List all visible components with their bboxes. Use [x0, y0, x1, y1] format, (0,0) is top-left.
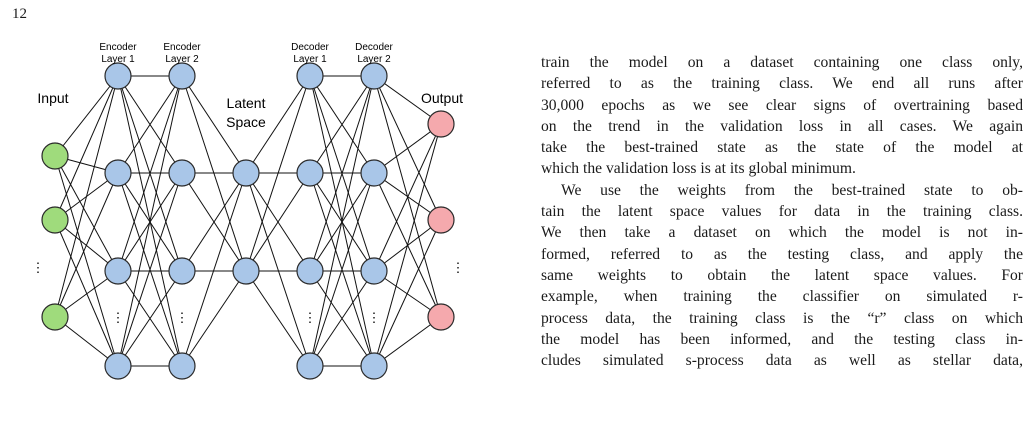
text-line: train the model on a dataset containing … [541, 54, 1023, 71]
text-line: cludes simulated s-process data as well … [541, 352, 1023, 370]
edge-line [245, 75, 311, 174]
input-node [41, 303, 69, 331]
edge-line [373, 123, 442, 272]
decoder1-label-line1: Decoder [291, 42, 329, 53]
edge-line [373, 219, 442, 367]
edge-line [54, 172, 119, 318]
edge-line [181, 75, 247, 174]
decoder2-label-line1: Decoder [355, 42, 393, 53]
edge-line [117, 75, 183, 272]
edge-line [245, 172, 311, 367]
edge-line [309, 75, 375, 272]
edge-line [54, 219, 119, 367]
text-line: process data, the training class is the … [541, 309, 1023, 327]
edge-line [309, 75, 375, 367]
edge-line [373, 123, 442, 367]
network-nodes [41, 62, 455, 380]
latent-node [232, 159, 260, 187]
decoder1-label-line2: Layer 1 [293, 54, 327, 65]
edge-line [181, 172, 247, 367]
edge-line [373, 123, 442, 174]
text-line: on the trend in the validation loss in a… [541, 117, 1023, 135]
output-node [427, 206, 455, 234]
encoder2-label-line1: Encoder [163, 42, 201, 53]
decoder2-node [360, 352, 388, 380]
text-line: We then take a dataset on which the mode… [541, 224, 1023, 242]
body-text-column: train the model on a dataset containing … [541, 52, 1023, 371]
input-label: Input [37, 90, 68, 106]
page-number: 12 [12, 6, 27, 22]
encoder1-label-line1: Encoder [99, 42, 137, 53]
encoder1-node [104, 62, 132, 90]
autoencoder-diagram: Input Output Latent Space Encoder Layer … [32, 42, 465, 380]
decoder2-node [360, 62, 388, 90]
text-line: example, when training the classifier on… [541, 288, 1023, 306]
text-line: take the best-trained state as the state… [541, 139, 1023, 157]
encoder2-node [168, 257, 196, 285]
encoder1-ellipsis: ⋮ [112, 310, 125, 325]
edge-line [245, 75, 311, 272]
text-line: tain the latent space values for data in… [541, 203, 1023, 221]
decoder1-node [296, 352, 324, 380]
decoder2-ellipsis: ⋮ [368, 310, 381, 325]
encoder1-node [104, 257, 132, 285]
text-line: same weights to obtain the latent space … [541, 266, 1023, 284]
encoder1-node [104, 352, 132, 380]
edge-line [373, 75, 442, 125]
text-line: the model has been informed, and the tes… [541, 330, 1023, 348]
output-ellipsis: ⋮ [452, 260, 465, 275]
edge-line [309, 75, 375, 174]
edge-line [117, 270, 183, 367]
edge-line [54, 75, 119, 318]
edge-line [373, 316, 442, 367]
edge-line [54, 75, 119, 221]
edge-line [54, 155, 119, 272]
edge-line [117, 75, 183, 174]
edge-line [117, 172, 183, 367]
edge-line [181, 172, 247, 272]
text-line: 30,000 epochs as we see clear signs of o… [541, 96, 1023, 114]
text-line: which the validation loss is at its glob… [541, 160, 856, 178]
edge-line [309, 172, 375, 367]
encoder2-node [168, 62, 196, 90]
encoder2-label-line2: Layer 2 [165, 54, 199, 65]
decoder2-label-line2: Layer 2 [357, 54, 391, 65]
input-node [41, 206, 69, 234]
decoder2-node [360, 159, 388, 187]
text-line: referred to as the training class. We en… [541, 75, 1023, 93]
decoder1-node [296, 257, 324, 285]
paragraph-2: We use the weights from the best-trained… [541, 180, 1023, 372]
latent-label-line2: Space [226, 114, 266, 130]
paragraph-1: train the model on a dataset containing … [541, 52, 1023, 180]
output-label: Output [421, 90, 463, 106]
edge-line [54, 75, 119, 157]
decoder1-node [296, 159, 324, 187]
encoder2-node [168, 159, 196, 187]
output-node [427, 110, 455, 138]
decoder1-node [296, 62, 324, 90]
text-line: formed, referred to as the testing class… [541, 245, 1023, 263]
edge-line [245, 270, 311, 367]
encoder1-label-line2: Layer 1 [101, 54, 135, 65]
output-node [427, 303, 455, 331]
encoder1-node [104, 159, 132, 187]
latent-label-line1: Latent [227, 95, 266, 111]
edge-line [309, 270, 375, 367]
decoder2-node [360, 257, 388, 285]
encoder2-node [168, 352, 196, 380]
decoder1-ellipsis: ⋮ [304, 310, 317, 325]
edge-line [117, 75, 183, 367]
edge-line [54, 155, 119, 367]
edge-line [245, 172, 311, 272]
edge-line [181, 270, 247, 367]
latent-node [232, 257, 260, 285]
input-node [41, 142, 69, 170]
input-ellipsis: ⋮ [32, 260, 45, 275]
text-line: We use the weights from the best-trained… [561, 181, 1023, 199]
encoder2-ellipsis: ⋮ [176, 310, 189, 325]
